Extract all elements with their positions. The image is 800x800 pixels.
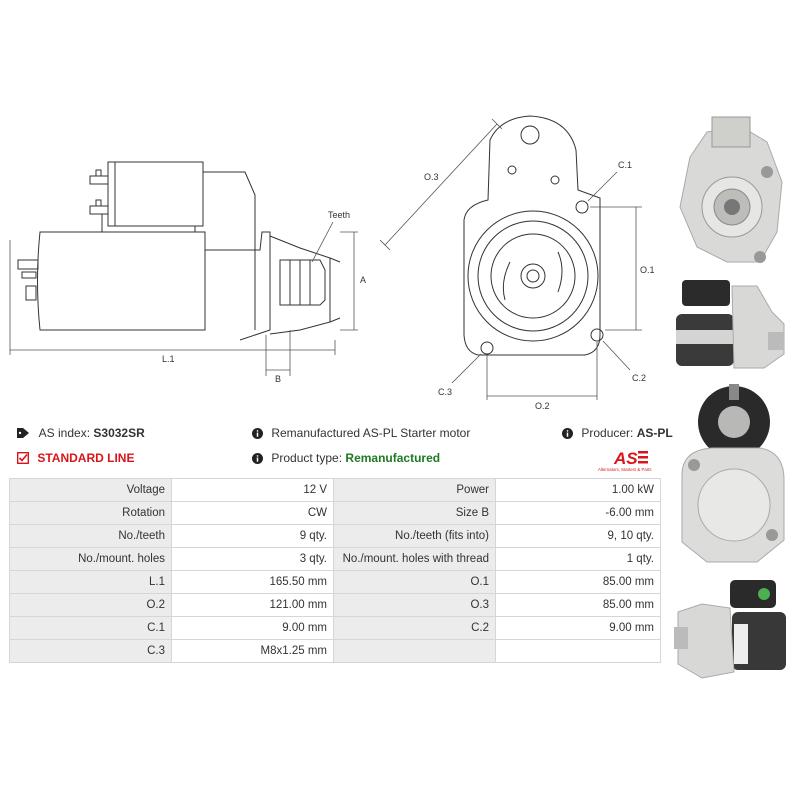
info-icon [252, 428, 263, 439]
hole-c3 [480, 341, 494, 355]
spec-label: No./teeth (fits into) [333, 524, 496, 548]
tags-icon [17, 428, 29, 438]
spec-label: L.1 [9, 570, 172, 594]
photo-angle-view [674, 580, 786, 679]
as-index: AS index: S3032SR [17, 426, 145, 440]
spec-value: 85.00 mm [495, 570, 661, 594]
hole-c2 [590, 328, 604, 342]
label-c1: C.1 [618, 160, 632, 170]
spec-label: O.1 [333, 570, 496, 594]
spec-value: 1 qty. [495, 547, 661, 571]
spec-value: CW [171, 501, 334, 525]
checkbox-checked-icon [17, 452, 29, 464]
label-o3: O.3 [424, 172, 439, 182]
product-type-value: Remanufactured [345, 451, 441, 465]
info-icon [562, 428, 573, 439]
spec-value: 9.00 mm [495, 616, 661, 640]
spec-label: C.2 [333, 616, 496, 640]
spec-value: 121.00 mm [171, 593, 334, 617]
label-teeth: Teeth [328, 210, 350, 220]
hole-c1 [575, 200, 589, 214]
spec-value: 9.00 mm [171, 616, 334, 640]
label-l1: L.1 [162, 354, 175, 364]
label-b: B [275, 374, 281, 384]
label-c2: C.2 [632, 373, 646, 383]
spec-label: Power [333, 478, 496, 502]
as-pl-logo: AS Alternators, Starters & Parts [598, 449, 652, 472]
spec-value: 9, 10 qty. [495, 524, 661, 548]
producer-value: AS-PL [636, 426, 673, 440]
description-text: Remanufactured AS-PL Starter motor [271, 426, 471, 440]
spec-value: 12 V [171, 478, 334, 502]
motor-body-side [37, 231, 206, 331]
standard-line: STANDARD LINE [17, 451, 134, 465]
label-c3: C.3 [438, 387, 452, 397]
product-type: Product type: Remanufactured [252, 451, 440, 465]
logo-mark: AS [613, 449, 638, 468]
spec-value: M8x1.25 mm [171, 639, 334, 663]
as-index-label: AS index: [38, 426, 91, 440]
spec-label: No./mount. holes with thread [333, 547, 496, 571]
producer-label: Producer: [581, 426, 634, 440]
spec-label: No./mount. holes [9, 547, 172, 571]
spec-value [495, 639, 661, 663]
spec-value: 3 qty. [171, 547, 334, 571]
spec-label: C.1 [9, 616, 172, 640]
spec-value: 1.00 kW [495, 478, 661, 502]
spec-value: 85.00 mm [495, 593, 661, 617]
as-index-value: S3032SR [93, 426, 145, 440]
photo-front-view [679, 116, 783, 263]
photo-rear-view [681, 384, 785, 563]
photo-side-view [676, 280, 785, 369]
spec-value: -6.00 mm [495, 501, 661, 525]
description: Remanufactured AS-PL Starter motor [252, 426, 470, 440]
standard-line-text: STANDARD LINE [37, 451, 135, 465]
mounting-flange [463, 115, 601, 356]
spec-label [333, 639, 496, 663]
label-a: A [360, 275, 366, 285]
spec-label: C.3 [9, 639, 172, 663]
spec-label: Size B [333, 501, 496, 525]
info-icon [252, 453, 263, 464]
spec-label: No./teeth [9, 524, 172, 548]
product-type-label: Product type: [271, 451, 343, 465]
technical-drawing: Teeth A L.1 B [9, 115, 655, 410]
spec-value: 165.50 mm [171, 570, 334, 594]
spec-label: Voltage [9, 478, 172, 502]
label-o2: O.2 [535, 401, 550, 410]
spec-value: 9 qty. [171, 524, 334, 548]
spec-label: Rotation [9, 501, 172, 525]
pinion-gear [279, 259, 326, 306]
spec-label: O.2 [9, 593, 172, 617]
label-o1: O.1 [640, 265, 655, 275]
spec-label: O.3 [333, 593, 496, 617]
solenoid-side [107, 161, 204, 227]
logo-tagline: Alternators, Starters & Parts [598, 467, 652, 472]
producer: Producer: AS-PL [562, 426, 673, 440]
front-housing [467, 210, 599, 342]
